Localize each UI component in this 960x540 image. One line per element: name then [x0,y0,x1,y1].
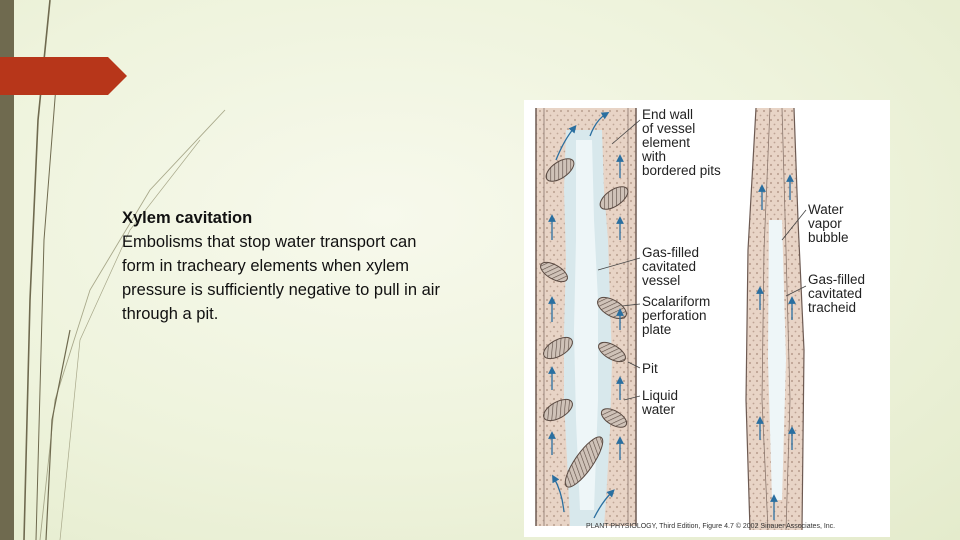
label-end-wall-2: of vessel [642,121,695,136]
label-scalariform-3: plate [642,322,671,337]
vessel-column [535,108,637,526]
label-scalariform-2: perforation [642,308,707,323]
label-end-wall-4: with [641,149,666,164]
body-line-1: Embolisms that stop water transport can [122,233,417,251]
label-liquid-1: Liquid [642,388,678,403]
arrow-tab-shape [0,57,127,95]
label-gas-tracheid-3: tracheid [808,300,856,315]
left-accent-bar [0,0,14,540]
xylem-diagram: End wall of vessel element with bordered… [535,107,865,531]
label-gas-vessel-3: vessel [642,273,680,288]
label-end-wall-5: bordered pits [642,163,721,178]
body-line-2: form in tracheary elements when xylem [122,257,410,275]
figure-caption: PLANT PHYSIOLOGY, Third Edition, Figure … [586,522,835,530]
label-vapor-2: vapor [808,216,842,231]
label-liquid-2: water [641,402,676,417]
body-line-4: through a pit. [122,305,219,323]
label-vapor-1: Water [808,202,844,217]
label-gas-tracheid-2: cavitated [808,286,862,301]
body-line-3: pressure is sufficiently negative to pul… [122,281,440,299]
label-vapor-3: bubble [808,230,849,245]
label-end-wall-1: End wall [642,107,693,122]
xylem-figure: End wall of vessel element with bordered… [524,100,890,537]
label-gas-tracheid-1: Gas-filled [808,272,865,287]
label-end-wall-3: element [642,135,690,150]
tracheid-column [745,107,805,531]
slide-text: Xylem cavitation Embolisms that stop wat… [122,206,522,326]
label-pit: Pit [642,361,658,376]
label-gas-vessel-1: Gas-filled [642,245,699,260]
label-scalariform-1: Scalariform [642,294,710,309]
slide-title: Xylem cavitation [122,209,253,227]
label-gas-vessel-2: cavitated [642,259,696,274]
